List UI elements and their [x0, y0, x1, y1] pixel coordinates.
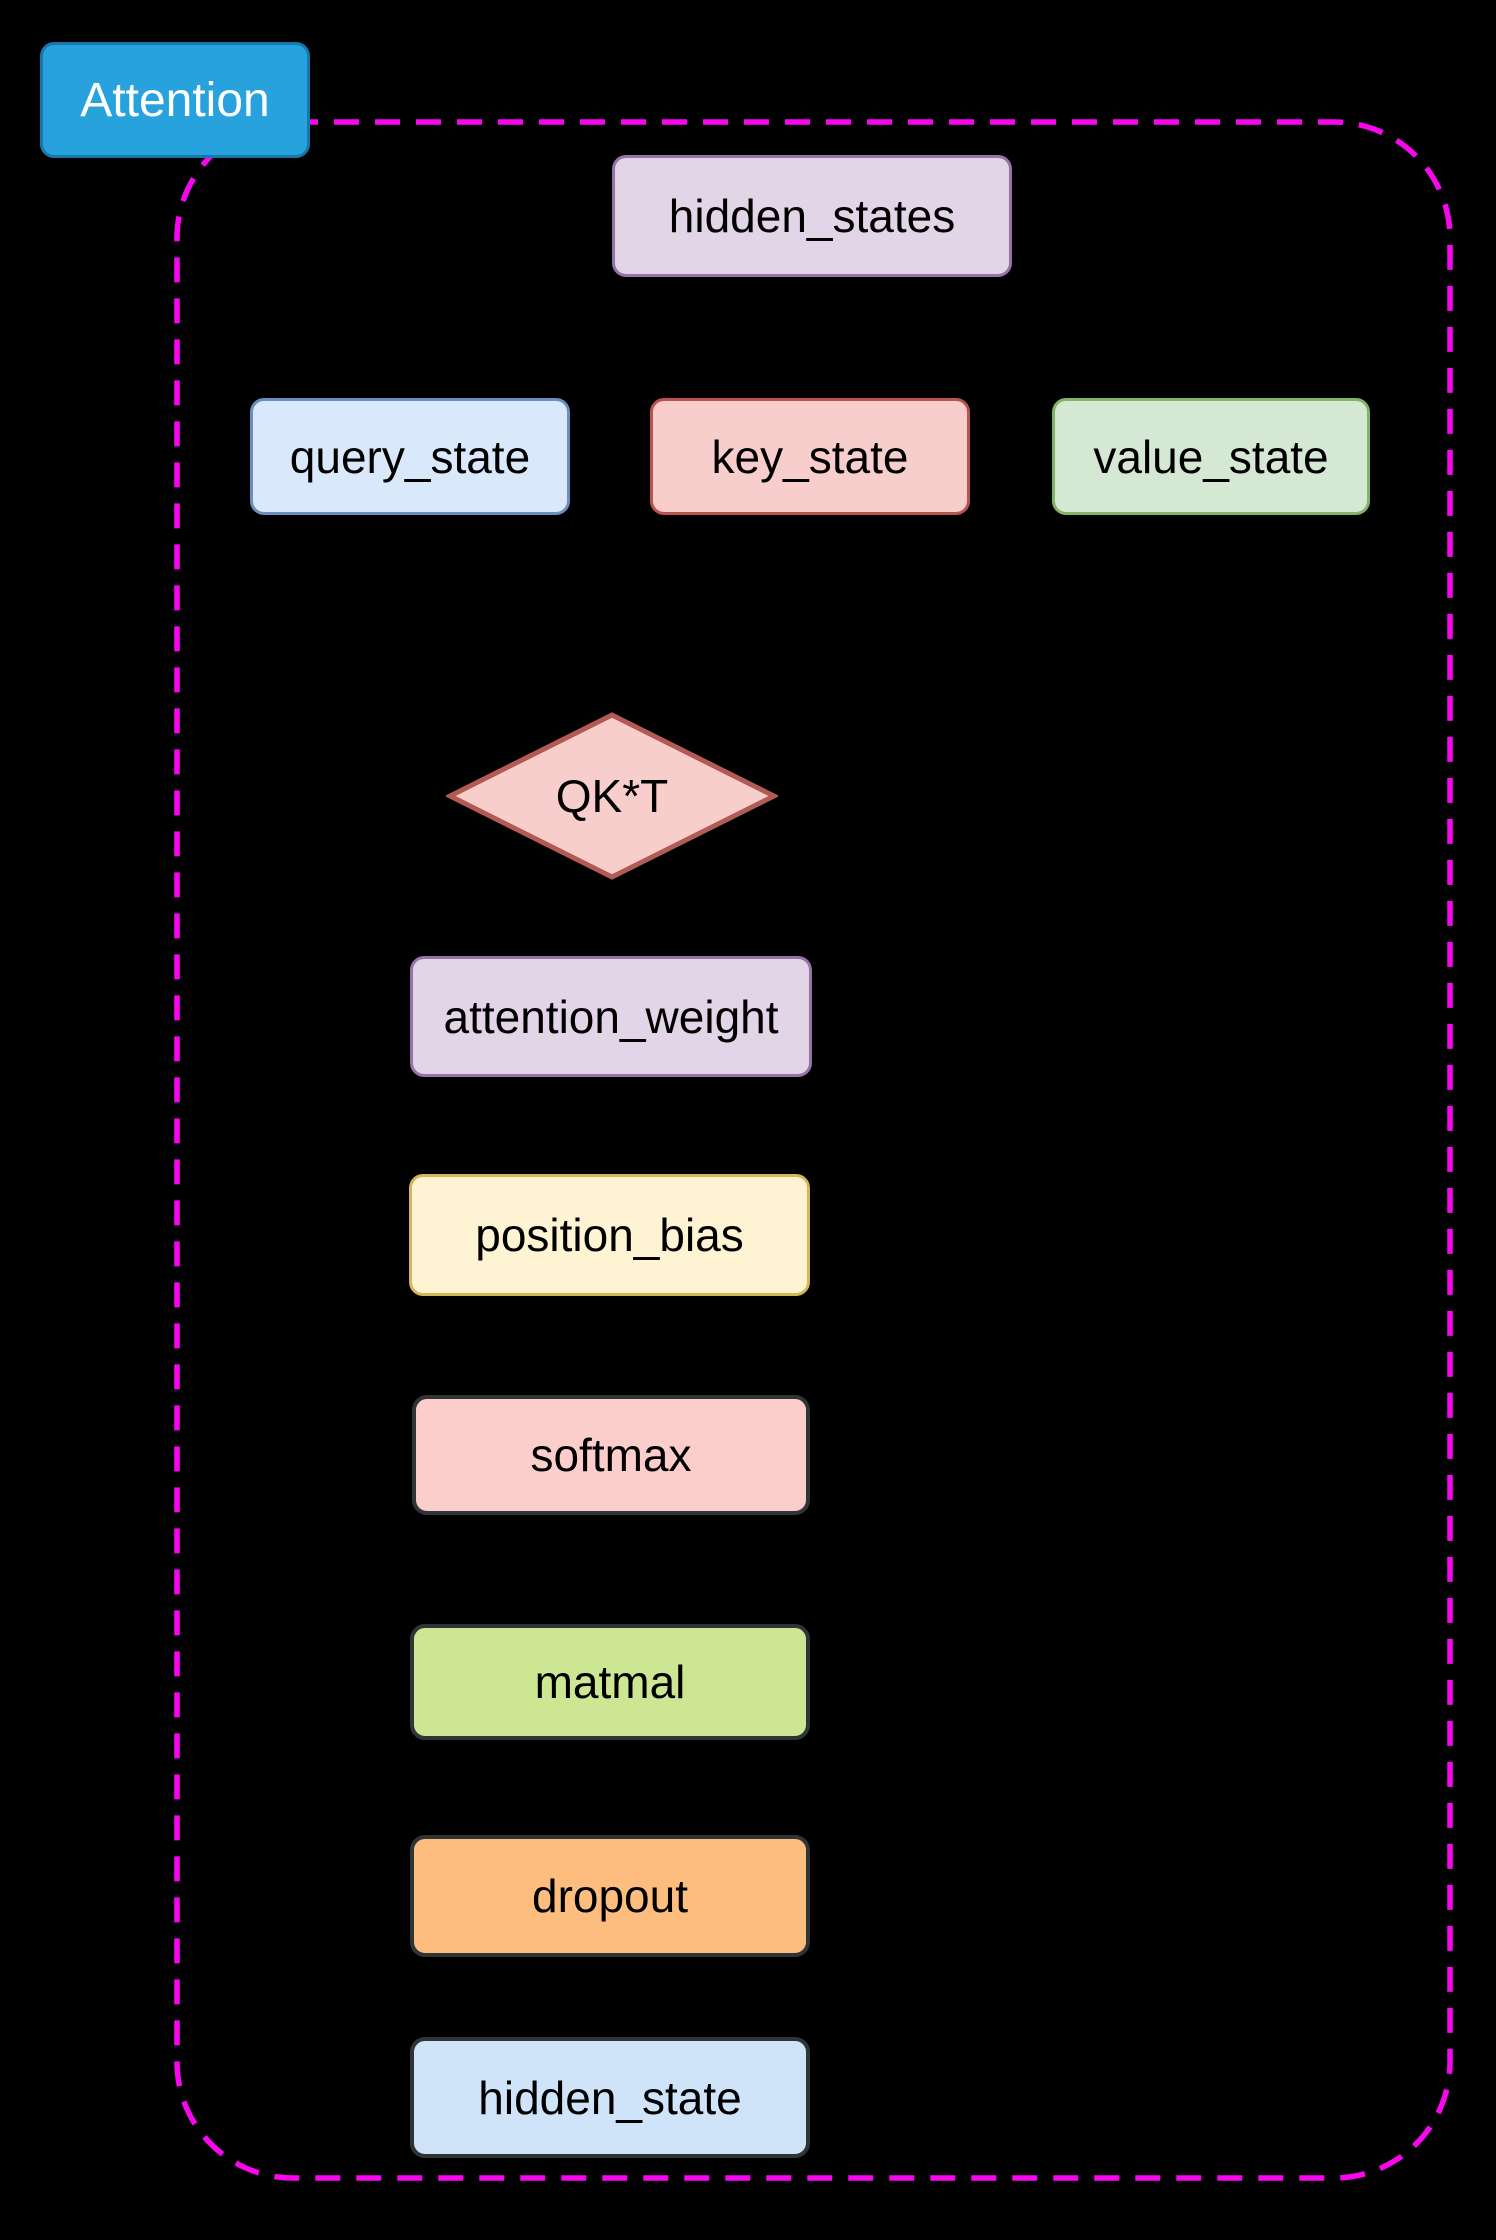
node-softmax-label: softmax — [530, 1429, 692, 1481]
node-attention-title: Attention — [40, 42, 310, 158]
node-qkt-label: QK*T — [555, 770, 669, 822]
qkt-diamond-shape — [446, 712, 778, 880]
node-dropout: dropout — [410, 1835, 810, 1957]
node-softmax: softmax — [412, 1395, 810, 1515]
node-attention-weight: attention_weight — [410, 956, 812, 1077]
node-position-bias-label: position_bias — [475, 1209, 744, 1261]
node-matmal-label: matmal — [534, 1656, 686, 1708]
node-dropout-label: dropout — [531, 1870, 688, 1922]
node-value-state-label: value_state — [1093, 430, 1329, 483]
node-attention-title-label: Attention — [80, 73, 270, 127]
node-query-state-label: query_state — [289, 430, 531, 483]
node-attention-weight-label: attention_weight — [443, 990, 779, 1043]
node-value-state: value_state — [1052, 398, 1370, 515]
attention-group-border — [174, 119, 1453, 2181]
node-position-bias: position_bias — [409, 1174, 810, 1296]
node-hidden-states-label: hidden_states — [668, 190, 956, 242]
node-hidden-states: hidden_states — [612, 155, 1012, 277]
attention-group-border-rect — [174, 119, 1453, 2181]
node-key-state: key_state — [650, 398, 970, 515]
node-query-state: query_state — [250, 398, 570, 515]
node-matmal: matmal — [410, 1624, 810, 1740]
qkt-diamond-polygon — [446, 712, 778, 880]
node-key-state-label: key_state — [711, 430, 909, 483]
node-hidden-state: hidden_state — [410, 2037, 810, 2158]
node-hidden-state-label: hidden_state — [478, 2071, 742, 2124]
node-qkt: QK*T — [446, 711, 778, 881]
